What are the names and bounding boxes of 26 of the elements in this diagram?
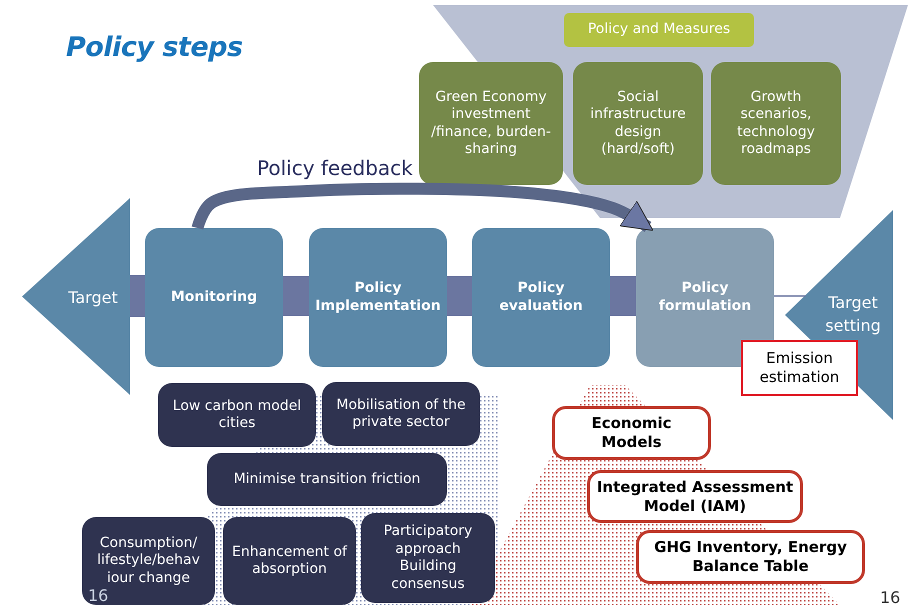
measure-box: Green Economy investment /finance, burden- sharing: [419, 62, 563, 185]
connector-bar: [283, 276, 309, 316]
connector-bar: [774, 295, 806, 297]
connector-bar: [130, 275, 145, 317]
measure-box: Minimise transition friction: [207, 453, 447, 506]
process-box: Monitoring: [145, 228, 283, 367]
measure-box: Low carbon model cities: [158, 383, 316, 447]
connector-bar: [447, 276, 472, 316]
model-box: Integrated Assessment Model (IAM): [587, 470, 803, 523]
shape-label: Target: [67, 286, 119, 308]
measure-box: Social infrastructure design (hard/soft): [573, 62, 703, 185]
slide-title: Policy steps: [66, 32, 243, 63]
measure-box: Participatory approach Building consensus: [361, 513, 495, 603]
text-box: Emission estimation: [741, 340, 858, 396]
heading-box: Policy and Measures: [564, 13, 754, 47]
measure-box: Growth scenarios, technology roadmaps: [711, 62, 841, 185]
model-box: GHG Inventory, Energy Balance Table: [636, 530, 865, 584]
measure-box: Mobilisation of the private sector: [322, 382, 480, 446]
process-box: Policy evaluation: [472, 228, 610, 367]
page-number: 16: [88, 586, 108, 605]
page-number: 16: [880, 588, 900, 605]
process-box: Policy Implementation: [309, 228, 447, 367]
connector-bar: [610, 276, 636, 316]
shape-label: Target setting: [824, 292, 882, 338]
measure-box: Enhancement of absorption: [223, 517, 356, 605]
model-box: Economic Models: [552, 406, 711, 460]
